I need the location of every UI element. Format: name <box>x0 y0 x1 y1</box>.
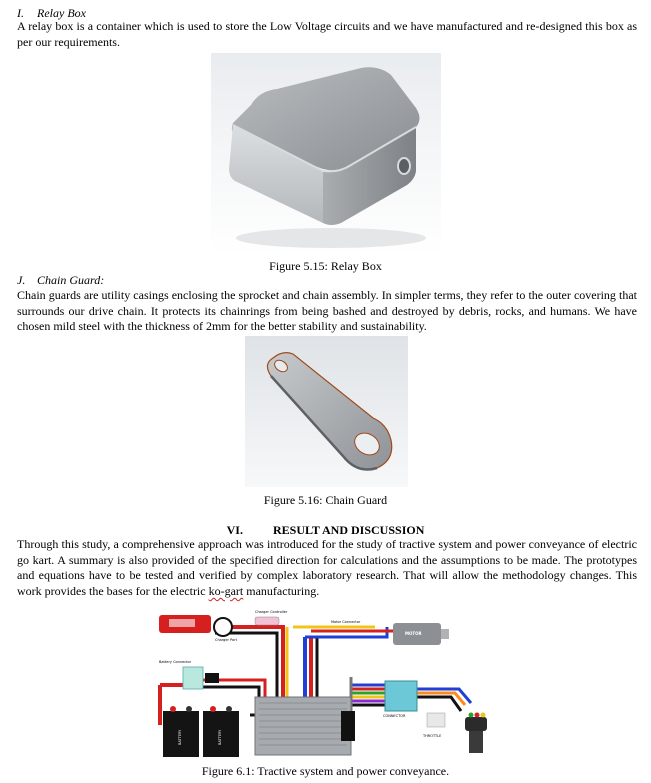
result-paragraph-text: Through this study, a comprehensive appr… <box>17 537 637 598</box>
chain-guard-paragraph: Chain guards are utility casings enclosi… <box>17 288 637 334</box>
chain-guard-number: J. <box>17 273 26 287</box>
relay-box-number: I. <box>17 6 24 20</box>
charger-controller-label: Charger Controller <box>255 610 288 614</box>
connector-block <box>384 680 418 712</box>
result-paragraph: Through this study, a comprehensive appr… <box>17 537 637 599</box>
result-paragraph-end: manufacturing. <box>243 583 320 598</box>
charger-port-label: Charger Port <box>215 638 238 642</box>
chain-guard-heading: J. Chain Guard: <box>17 273 104 287</box>
connector-label: CONNECTOR <box>383 714 406 718</box>
chain-guard-title: Chain Guard: <box>37 273 105 287</box>
battery-2-label: BATTERY <box>218 729 222 745</box>
controller-box <box>254 696 352 756</box>
relay-box-render <box>211 53 441 256</box>
wiring-diagram: Charger Port Charger Controller Motor Co… <box>155 605 495 760</box>
section-title: VI. RESULT AND DISCUSSION <box>0 523 651 537</box>
battery-1 <box>163 711 199 757</box>
chain-guard-render <box>245 336 408 487</box>
tractive-system-diagram: Charger Port Charger Controller Motor Co… <box>155 605 495 760</box>
motor-label: MOTOR <box>405 631 422 636</box>
misspelled-word: ko-gart <box>208 583 244 598</box>
throttle-grip <box>465 717 487 731</box>
relay-box-caption: Figure 5.15: Relay Box <box>269 259 382 273</box>
battery-1-label: BATTERY <box>178 729 182 745</box>
section-number: VI. <box>226 523 243 537</box>
diagram-caption: Figure 6.1: Tractive system and power co… <box>201 764 450 778</box>
chain-guard-caption: Figure 5.16: Chain Guard <box>263 493 388 507</box>
chain-guard-figure <box>245 336 408 487</box>
section-heading: RESULT AND DISCUSSION <box>272 523 425 537</box>
throttle-label: THROTTLE <box>422 734 441 738</box>
relay-box-paragraph: A relay box is a container which is used… <box>17 19 637 49</box>
battery-connector-label: Battery Connector <box>159 660 192 664</box>
motor-body <box>393 623 441 645</box>
motor-connector-label: Motor Connector <box>331 620 361 624</box>
relay-box-figure <box>211 53 441 256</box>
battery-2 <box>203 711 239 757</box>
relay-box-heading: I. Relay Box <box>17 6 86 20</box>
relay-box-title: Relay Box <box>37 6 86 20</box>
